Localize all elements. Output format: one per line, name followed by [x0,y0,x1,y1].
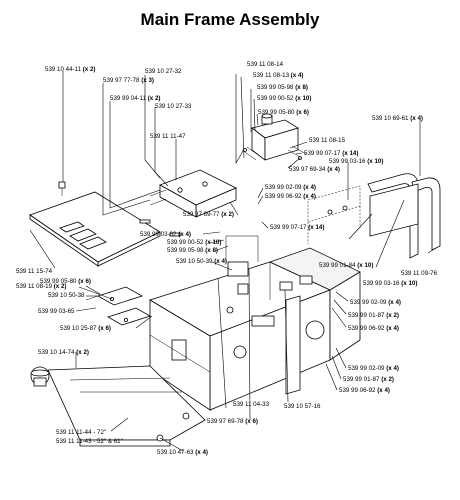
callout-label: 539 11 04-33 [233,401,270,408]
seat-bracket-part [139,169,237,237]
callout-label: 539 11 08-19 (x 2) [16,283,66,290]
callout-label: 539 99 02-09 (x 4) [348,365,399,372]
callout-label: 539 10 50-39 (x 4) [176,258,227,265]
callout-label: 539 99 02-09 (x 4) [350,299,401,306]
callout-label: 539 10 44-11 (x 2) [45,66,95,73]
callout-label: 539 10 50-38 [48,292,85,299]
callout-label: 539 99 05-80 (x 6) [40,278,91,285]
callout-label: 539 99 07-17 (x 14) [270,224,324,231]
callout-label: 539 11 15-74 [16,268,53,275]
callout-label: 539 99 02-09 (x 4) [265,184,316,191]
callout-label: 539 10 47-63 (x 4) [157,449,208,456]
callout-label: 539 11 09-76 [401,270,438,277]
callout-label: 539 11 11-43 - 52" & 61" [56,438,123,445]
callout-label: 539 99 07-17 (x 14) [304,150,358,157]
callout-label: 539 10 57-16 [284,403,321,410]
callout-label: 539 99 03-65 [38,308,75,315]
callout-label: 539 11 08-15 [309,137,346,144]
main-frame-part [149,235,361,411]
callout-label: 539 11 11-47 [150,133,186,140]
callout-label: 539 99 03-16 (x 10) [363,280,417,287]
callout-label: 539 10 69-61 (x 4) [372,115,423,122]
callout-label: 539 97 77-78 (x 3) [103,77,154,84]
tank-part [241,113,307,161]
callout-label: 539 97 69-77 (x 2) [183,211,234,218]
callout-label: 539 99 06-92 (x 4) [265,193,316,200]
callout-label: 539 11 11-44 - 72" [56,429,106,436]
callout-label: 539 10 25-87 (x 6) [60,325,111,332]
callouts: 539 10 44-11 (x 2) 539 97 77-78 (x 3) 53… [16,61,438,456]
callout-label: 539 99 01-84 (x 10) [319,262,373,269]
callout-label: 539 97 69-34 (x 4) [289,166,340,173]
callout-label: 539 10 27-32 [145,68,182,75]
callout-label: 539 99 04-11 (x 2) [110,95,160,102]
callout-label: 539 99 03-16 (x 10) [329,158,383,165]
callout-label: 539 11 08-14 [247,61,284,68]
callout-label: 539 99 06-92 (x 4) [339,387,390,394]
front-bumper-part [30,365,206,447]
callout-label: 539 10 27-33 [155,103,192,110]
callout-label: 539 99 03-62 (x 4) [140,231,191,238]
leader-lines [29,71,437,452]
callout-label: 539 99 05-80 (x 6) [258,109,309,116]
callout-label: 539 11 08-13 (x 4) [253,72,303,79]
callout-label: 539 97 69-78 (x 6) [207,418,258,425]
callout-label: 539 99 01-87 (x 2) [348,312,399,319]
deck-brackets-part [85,286,151,326]
page-title: Main Frame Assembly [140,10,320,29]
callout-label: 539 99 05-98 (x 8) [167,247,218,254]
foot-plate-part [29,181,161,267]
callout-label: 539 99 00-52 (x 10) [257,95,311,102]
callout-label: 539 99 01-87 (x 2) [343,376,394,383]
callout-label: 539 99 05-98 (x 8) [257,84,308,91]
callout-label: 539 99 00-52 (x 10) [167,239,221,246]
rops-bar-part [307,173,441,259]
callout-label: 539 10 14-74 (x 2) [38,349,89,356]
line-art [29,113,441,447]
callout-label: 539 99 06-92 (x 4) [348,325,399,332]
